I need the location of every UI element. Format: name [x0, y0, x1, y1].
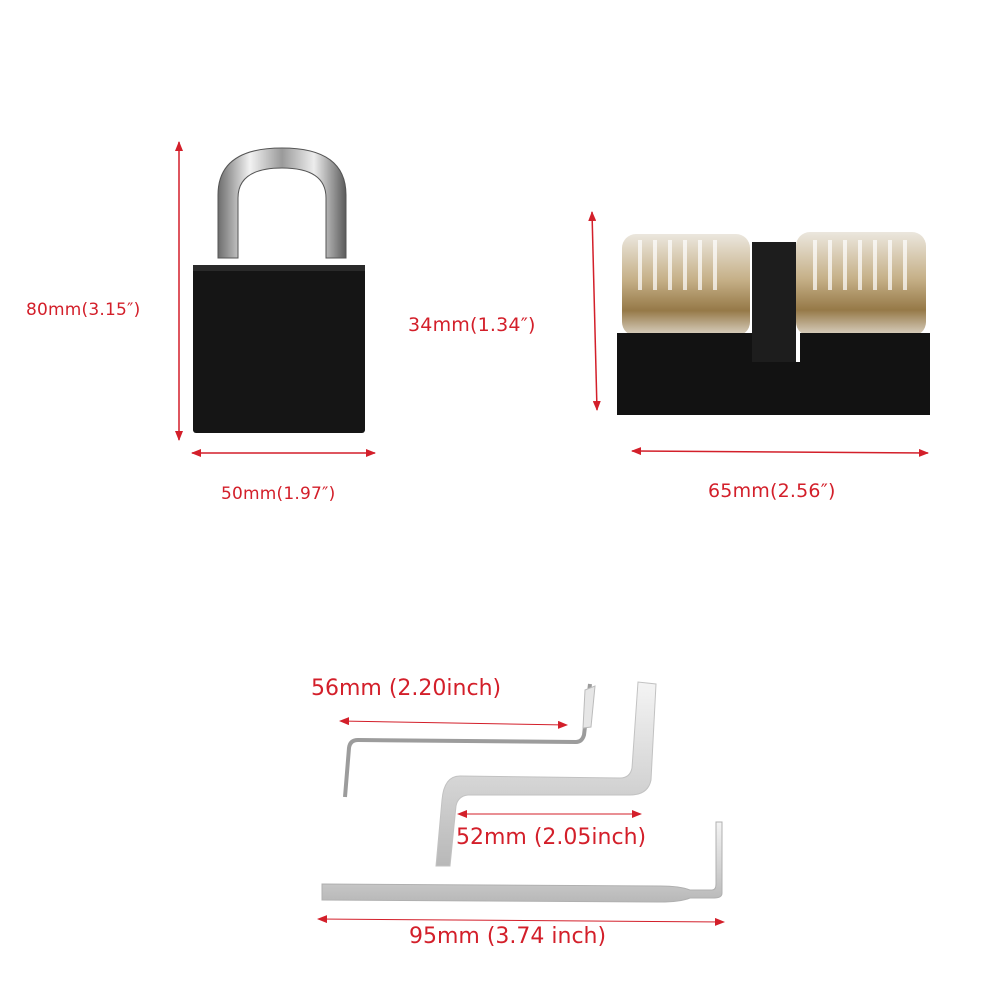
pick-2	[435, 681, 657, 867]
pick-3-label: 95mm (3.74 inch)	[409, 924, 607, 949]
cylinder-height-label: 34mm(1.34″)	[408, 314, 536, 336]
padlock-height-label: 80mm(3.15″)	[26, 300, 141, 320]
pick-1-label: 56mm (2.20inch)	[311, 676, 502, 701]
cylinder-width-label: 65mm(2.56″)	[708, 480, 836, 502]
padlock-image	[193, 147, 365, 433]
pick-3	[321, 821, 723, 903]
cylinder-lock-image	[617, 232, 930, 415]
pick-3-arrow	[317, 915, 725, 926]
padlock-shackle	[217, 147, 347, 259]
padlock-width-label: 50mm(1.97″)	[221, 484, 336, 504]
pick-1-arrow	[339, 717, 568, 729]
padlock-body	[193, 265, 365, 433]
cylinder-width-arrow	[631, 447, 929, 457]
pick-1	[343, 683, 592, 798]
pick-2-label: 52mm (2.05inch)	[456, 825, 647, 850]
cylinder-height-arrow	[588, 211, 601, 411]
